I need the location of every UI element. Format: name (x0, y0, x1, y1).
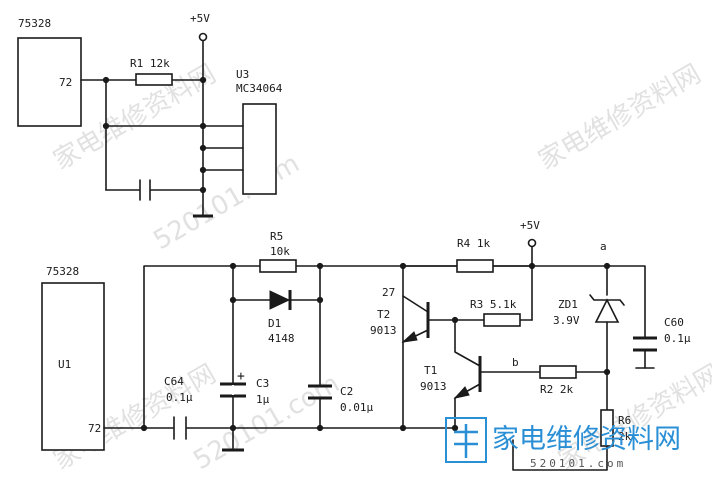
r3-label: R3 5.1k (470, 298, 517, 311)
logo-glyph (454, 424, 478, 458)
u1-pin: 72 (88, 422, 101, 435)
watermark-text: 家电维修资料网 (534, 59, 707, 176)
supply-terminal (527, 238, 537, 248)
junction-dot (399, 424, 407, 432)
zener-zd1 (594, 298, 620, 323)
resistor-r5 (259, 259, 297, 273)
r2-label: R2 2k (540, 383, 573, 396)
resistor-r4 (456, 259, 494, 273)
capacitor-c3 (220, 382, 246, 398)
t1-part: 9013 (420, 380, 447, 393)
c2-name: C2 (340, 385, 353, 398)
zd1-name: ZD1 (558, 298, 578, 311)
zd1-value: 3.9V (553, 314, 580, 327)
resistor-r1 (135, 73, 173, 86)
logo-text: 家电维修资料网 (492, 424, 681, 455)
capacitor-gap (232, 385, 234, 395)
resistor-r2 (539, 365, 577, 379)
r6-name: R6 (618, 414, 631, 427)
diode-d1 (269, 290, 291, 310)
junction-dot (451, 424, 459, 432)
r1-label: R1 12k (130, 57, 170, 70)
c2-value: 0.01μ (340, 401, 373, 414)
d1-part: 4148 (268, 332, 295, 345)
lower-chip-label: 75328 (46, 265, 79, 278)
t2-part: 9013 (370, 324, 397, 337)
transistor-t1-collector (454, 319, 481, 367)
wire (606, 265, 646, 369)
pin-27: 27 (382, 286, 395, 299)
junction-dot (199, 76, 207, 84)
wire (143, 265, 611, 429)
junction-dot (316, 262, 324, 270)
c3-name: C3 (256, 377, 269, 390)
t2-name: T2 (377, 308, 390, 321)
transistor-t1-arrow (453, 386, 470, 399)
node-b-label: b (512, 356, 519, 369)
logo-mark (445, 417, 487, 463)
supply-terminal (198, 32, 208, 42)
c60-value: 0.1μ (664, 332, 691, 345)
lower-supply-label: +5V (520, 219, 540, 232)
transistor-t2-leads (402, 265, 429, 343)
u3-name: U3 (236, 68, 249, 81)
wire (512, 439, 608, 471)
lower-circuit: 75328 U1 72 C64 0.1μ R5 10k D1 4148 + C3 (41, 219, 691, 471)
chip-u1 (41, 282, 105, 451)
c3-plus: + (237, 369, 245, 384)
junction-dot (229, 424, 237, 432)
capacitor-c64 (173, 416, 187, 440)
ic-u3 (242, 103, 277, 195)
d1-name: D1 (268, 317, 281, 330)
r4-label: R4 1k (457, 237, 490, 250)
junction-dot (140, 424, 148, 432)
junction-dot (229, 262, 237, 270)
u1-name: U1 (58, 358, 71, 371)
transistor-t1-emitter (454, 383, 481, 429)
c64-name: C64 (164, 375, 184, 388)
junction-dot (528, 262, 536, 270)
upper-chip-75328 (17, 37, 82, 127)
c64-value: 0.1μ (166, 391, 193, 404)
logo-url: 520101.com (530, 457, 626, 470)
capacitor-upper (139, 179, 151, 201)
upper-circuit: 75328 72 R1 12k +5V U3 MC34064 (17, 12, 283, 218)
r6-value: 2k (618, 430, 632, 443)
junction-dot (316, 424, 324, 432)
node-a-label: a (600, 240, 607, 253)
zener-zd1-bar (589, 294, 625, 306)
c3-value: 1μ (256, 393, 270, 406)
site-logo: 家电维修资料网 520101.com (445, 417, 681, 470)
upper-chip-label: 75328 (18, 17, 51, 30)
r5-name: R5 (270, 230, 283, 243)
capacitor-c2 (308, 384, 332, 400)
upper-supply-label: +5V (190, 12, 210, 25)
resistor-r3 (483, 313, 521, 327)
c60-name: C60 (664, 316, 684, 329)
upper-chip-pin: 72 (59, 76, 72, 89)
r5-value: 10k (270, 245, 290, 258)
capacitor-c60 (633, 336, 657, 352)
transistor-t2-arrow (401, 331, 418, 343)
junction-dot (316, 296, 324, 304)
u3-part: MC34064 (236, 82, 283, 95)
t1-name: T1 (424, 364, 437, 377)
